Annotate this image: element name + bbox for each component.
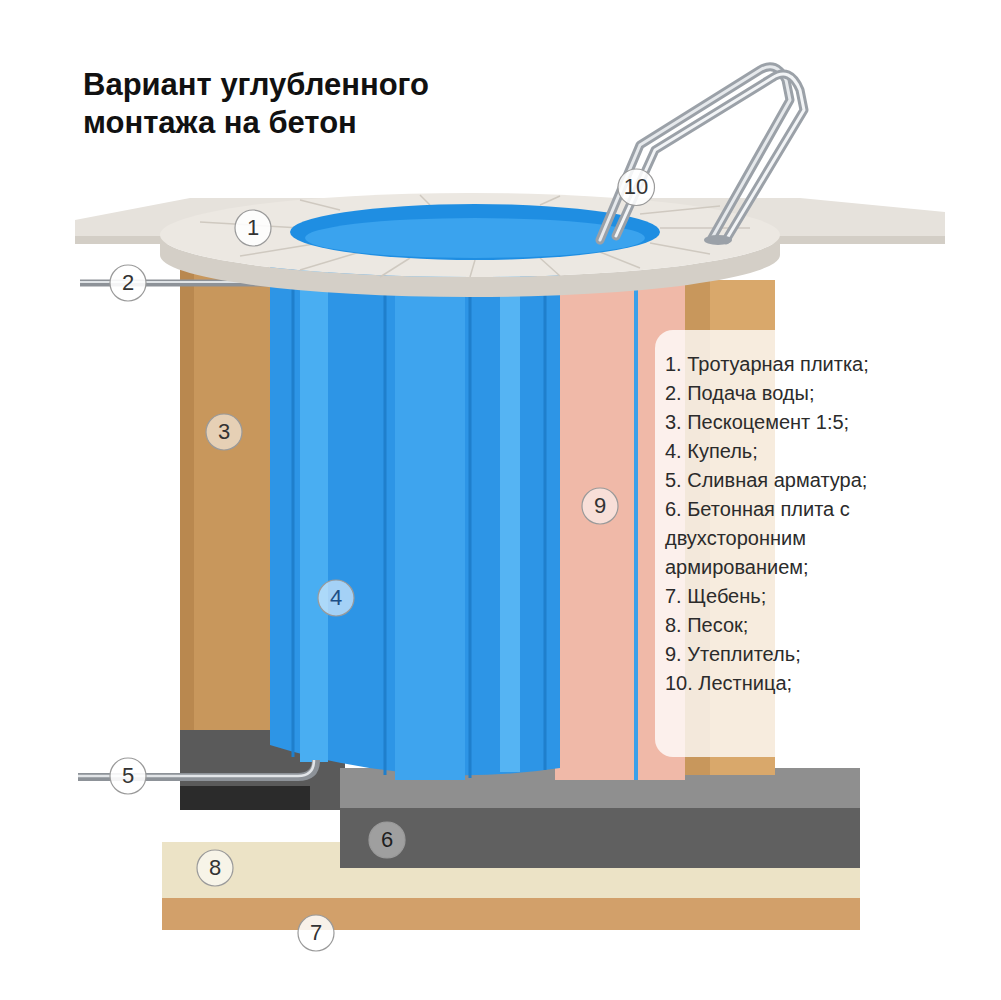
insulation-seam [634, 280, 638, 780]
callout-circle: 3 [205, 413, 243, 451]
font-rib [300, 262, 328, 762]
legend-item: 5. Сливная арматура; [665, 466, 952, 495]
tile-ring-top [160, 193, 780, 277]
callout-number: 8 [209, 856, 221, 880]
font-rib-line [292, 262, 295, 757]
gravel-layer [162, 898, 860, 930]
legend-item: 3. Пескоцемент 1:5; [665, 408, 952, 437]
callout-number: 1 [247, 216, 259, 240]
slab-front [340, 808, 860, 868]
font-rib [500, 262, 520, 772]
sandcement-left-edge [180, 270, 194, 730]
legend-item: 6. Бетонная плита с двухсторонним армиро… [665, 495, 952, 582]
drain-channel [180, 786, 310, 810]
legend-item: 9. Утеплитель; [665, 640, 952, 669]
callout-circle: 5 [109, 757, 147, 795]
callout-circle: 9 [581, 487, 619, 525]
diagram-title: Вариант углубленного монтажа на бетон [83, 66, 473, 142]
callout-number: 4 [330, 586, 342, 610]
callout-number: 6 [381, 828, 393, 852]
ladder [600, 67, 804, 245]
callout-circle: 1 [234, 209, 272, 247]
tile-joints [200, 195, 750, 277]
font-rib [395, 262, 465, 780]
legend-item: 1. Тротуарная плитка; [665, 350, 952, 379]
callout-number: 10 [624, 175, 648, 199]
callout-number: 9 [594, 494, 606, 518]
callout-circle: 4 [317, 579, 355, 617]
callout-circle: 8 [196, 849, 234, 887]
font-water [305, 218, 645, 258]
legend-item: 4. Купель; [665, 437, 952, 466]
legend-item: 8. Песок; [665, 611, 952, 640]
callout-number: 3 [218, 420, 230, 444]
callout-circle: 7 [297, 914, 335, 952]
sandcement-left [180, 270, 275, 730]
font-rib-line [544, 262, 547, 770]
callout-circle: 2 [109, 264, 147, 302]
legend-item: 7. Щебень; [665, 582, 952, 611]
font-rib-line [384, 262, 387, 775]
callout-number: 2 [122, 271, 134, 295]
callout-circle: 6 [368, 821, 406, 859]
callout-number: 7 [310, 921, 322, 945]
legend-item: 2. Подача воды; [665, 379, 952, 408]
callout-number: 5 [122, 764, 134, 788]
legend-panel: 1. Тротуарная плитка;2. Подача воды;3. П… [655, 330, 968, 757]
font-rib-line [469, 262, 472, 778]
legend-item: 10. Лестница; [665, 669, 952, 698]
callout-circle: 10 [617, 168, 655, 206]
